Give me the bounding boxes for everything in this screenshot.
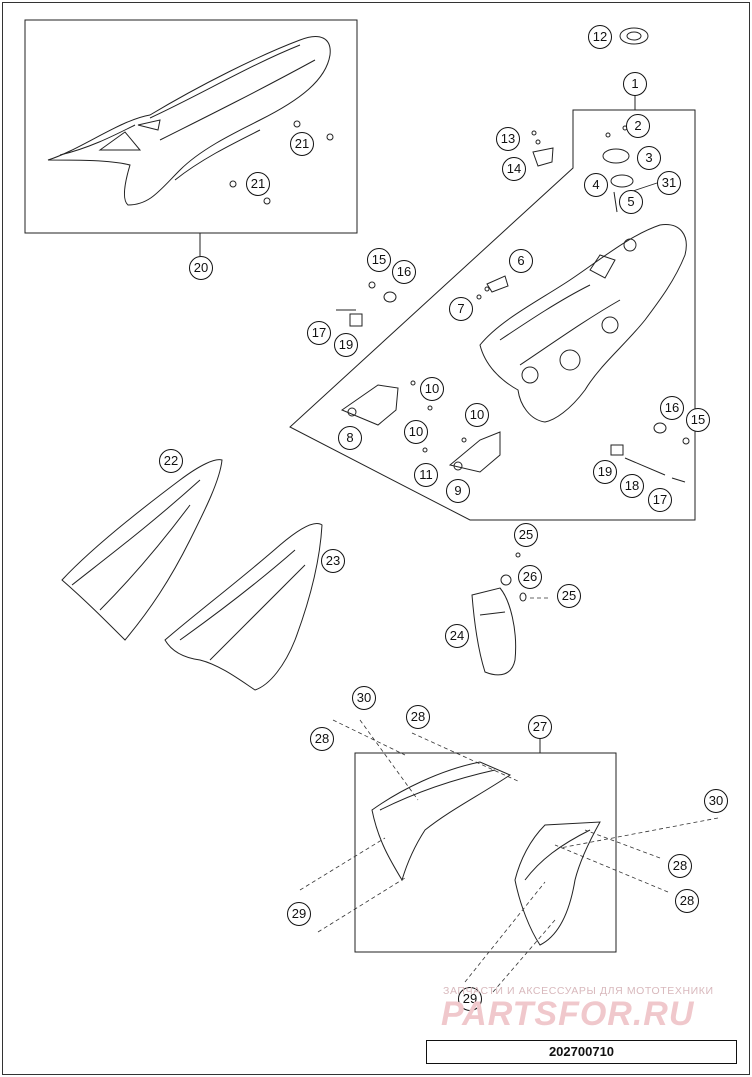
side-cover-right-drawing (514, 821, 601, 946)
callout-17-left[interactable]: 17 (307, 321, 331, 345)
fuel-tank-drawing (479, 224, 687, 423)
seat-group-frame (24, 19, 358, 234)
callout-20[interactable]: 20 (189, 256, 213, 280)
callout-25-top[interactable]: 25 (514, 523, 538, 547)
callout-28-left[interactable]: 28 (310, 727, 334, 751)
callout-22[interactable]: 22 (159, 449, 183, 473)
callout-1[interactable]: 1 (623, 72, 647, 96)
callout-27[interactable]: 27 (528, 715, 552, 739)
air-scoop-drawing (471, 587, 517, 676)
tank-group-frame (289, 109, 696, 521)
callout-3[interactable]: 3 (637, 146, 661, 170)
callout-21-top[interactable]: 21 (290, 132, 314, 156)
callout-28-top[interactable]: 28 (406, 705, 430, 729)
side-cover-group-frame (354, 752, 617, 953)
callout-19-right[interactable]: 19 (593, 460, 617, 484)
callout-10-top[interactable]: 10 (420, 377, 444, 401)
watermark-tagline: ЗАПЧАСТИ И АКСЕССУАРЫ ДЛЯ МОТОТЕХНИКИ (443, 985, 714, 997)
document-number: 202700710 (426, 1040, 737, 1064)
callout-14[interactable]: 14 (502, 157, 526, 181)
callout-15-right[interactable]: 15 (686, 408, 710, 432)
callout-25-right[interactable]: 25 (557, 584, 581, 608)
callout-18[interactable]: 18 (620, 474, 644, 498)
callout-26[interactable]: 26 (518, 565, 542, 589)
callout-15-left[interactable]: 15 (367, 248, 391, 272)
callout-7[interactable]: 7 (449, 297, 473, 321)
callout-30-right[interactable]: 30 (704, 789, 728, 813)
callout-10-mid[interactable]: 10 (404, 420, 428, 444)
callout-16-right[interactable]: 16 (660, 396, 684, 420)
callout-2[interactable]: 2 (626, 114, 650, 138)
callout-4[interactable]: 4 (584, 173, 608, 197)
callout-6[interactable]: 6 (509, 249, 533, 273)
callout-29-left[interactable]: 29 (287, 902, 311, 926)
seat-drawing (47, 36, 331, 206)
callout-8[interactable]: 8 (338, 426, 362, 450)
callout-23[interactable]: 23 (321, 549, 345, 573)
side-cover-left-drawing (371, 761, 512, 882)
callout-29-bottom[interactable]: 29 (458, 987, 482, 1011)
callout-12[interactable]: 12 (588, 25, 612, 49)
callout-28-right-bottom[interactable]: 28 (675, 889, 699, 913)
watermark-brand: PARTSFOR.RU (441, 995, 695, 1033)
callout-21-bottom[interactable]: 21 (246, 172, 270, 196)
callout-30-left[interactable]: 30 (352, 686, 376, 710)
callout-28-right-top[interactable]: 28 (668, 854, 692, 878)
callout-10-right[interactable]: 10 (465, 403, 489, 427)
callout-13[interactable]: 13 (496, 127, 520, 151)
callout-9[interactable]: 9 (446, 479, 470, 503)
callout-19-left[interactable]: 19 (334, 333, 358, 357)
side-panel-left-drawing (61, 459, 223, 641)
callout-11[interactable]: 11 (414, 463, 438, 487)
callout-16-left[interactable]: 16 (392, 260, 416, 284)
callout-31[interactable]: 31 (657, 171, 681, 195)
callout-5[interactable]: 5 (619, 190, 643, 214)
callout-17-right[interactable]: 17 (648, 488, 672, 512)
callout-24[interactable]: 24 (445, 624, 469, 648)
side-panel-right-drawing (164, 523, 323, 691)
